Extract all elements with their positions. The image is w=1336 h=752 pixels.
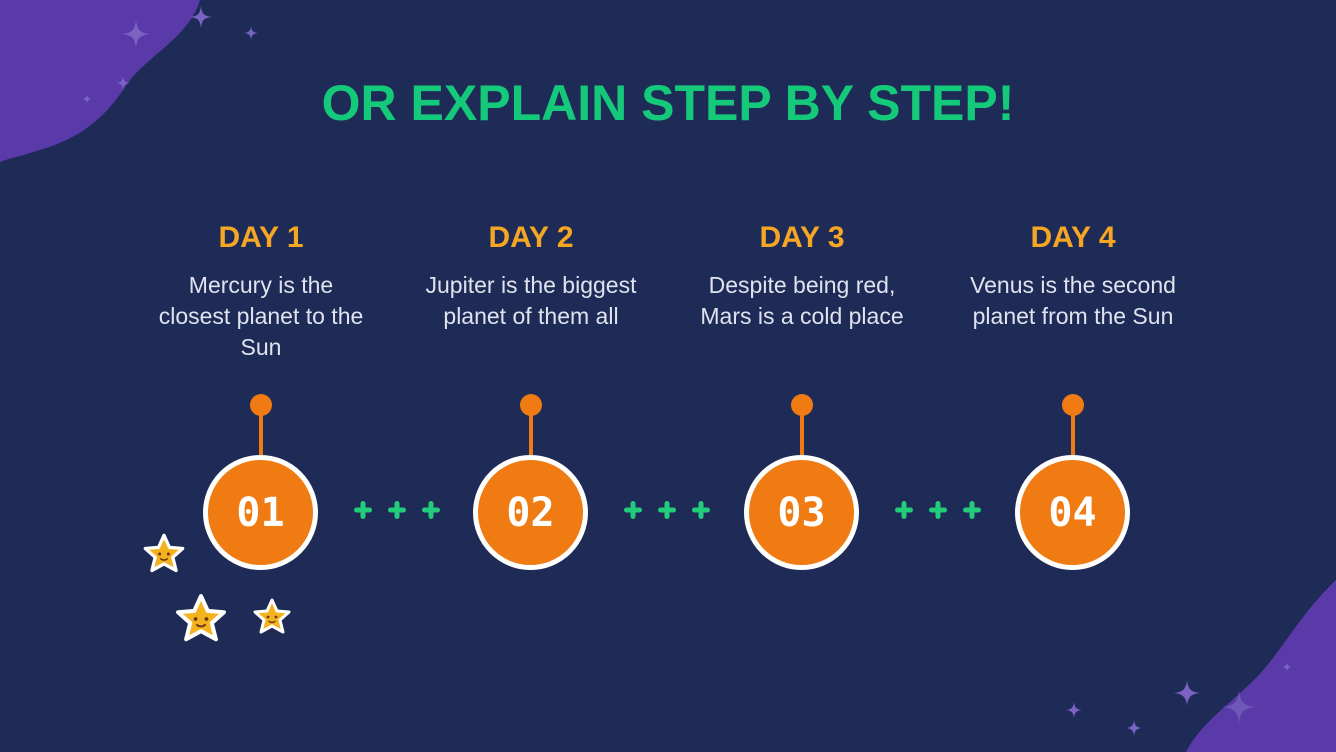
step-day-3: DAY 3 Despite being red, Mars is a cold …: [692, 218, 912, 332]
sparkle-icon: [116, 76, 130, 90]
smiling-star-icon: [143, 533, 185, 573]
step-description: Venus is the second planet from the Sun: [970, 272, 1176, 329]
step-description: Despite being red, Mars is a cold place: [700, 272, 904, 329]
plus-connector-icon: [354, 501, 440, 519]
sparkle-icon: [1222, 690, 1256, 724]
step-day-2: DAY 2 Jupiter is the biggest planet of t…: [421, 218, 641, 332]
sparkle-icon: [1174, 680, 1200, 706]
top-left-blob: [0, 0, 200, 162]
step-number-badge: 01: [203, 455, 318, 570]
sparkle-icon: [122, 20, 150, 48]
plus-connector-icon: [895, 501, 981, 519]
sparkle-icon: [1066, 702, 1082, 718]
plus-connector-icon: [624, 501, 710, 519]
step-number-badge: 03: [744, 455, 859, 570]
step-heading: DAY 1: [218, 221, 304, 254]
step-heading: DAY 2: [488, 221, 574, 254]
sparkle-icon: [1126, 720, 1142, 736]
sparkle-icon: [1282, 662, 1292, 672]
sparkle-icon: [82, 94, 92, 104]
pin-icon: [791, 394, 813, 459]
step-number-badge: 04: [1015, 455, 1130, 570]
step-heading: DAY 3: [759, 221, 845, 254]
step-day-4: DAY 4 Venus is the second planet from th…: [963, 218, 1183, 332]
bottom-right-blob: [1186, 580, 1336, 752]
sparkle-icon: [244, 26, 258, 40]
pin-icon: [520, 394, 542, 459]
pin-icon: [1062, 394, 1084, 459]
step-description: Jupiter is the biggest planet of them al…: [425, 272, 637, 329]
smiling-star-icon: [176, 594, 226, 642]
pin-icon: [250, 394, 272, 459]
step-description: Mercury is the closest planet to the Sun: [158, 272, 364, 360]
smiling-star-icon: [253, 598, 291, 634]
step-heading: DAY 4: [1030, 221, 1116, 254]
step-number-badge: 02: [473, 455, 588, 570]
slide-title: OR EXPLAIN STEP BY STEP!: [321, 75, 1015, 131]
step-day-1: DAY 1 Mercury is the closest planet to t…: [151, 218, 371, 363]
sparkle-icon: [190, 6, 212, 28]
